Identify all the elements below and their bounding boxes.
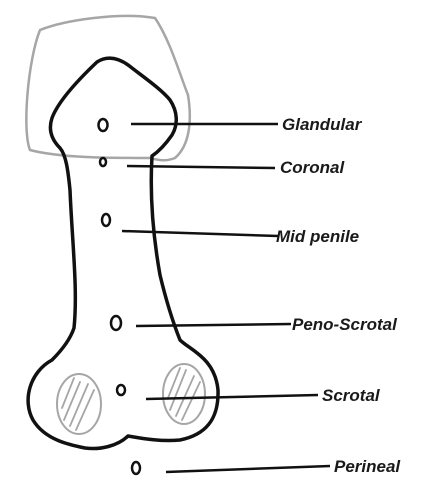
peno-scrotal-marker (111, 316, 121, 330)
coronal-label: Coronal (280, 158, 346, 177)
left-testis (57, 374, 101, 434)
perineal-marker (132, 462, 140, 474)
mid-penile-label: Mid penile (276, 227, 359, 246)
peno-scrotal-label: Peno-Scrotal (292, 315, 398, 334)
glandular-label: Glandular (282, 115, 363, 134)
scrotal-leader (146, 395, 318, 399)
mid-penile-marker (102, 214, 110, 226)
coronal-marker (100, 158, 106, 166)
peno-scrotal-leader (136, 324, 291, 326)
mid-penile-leader (122, 231, 278, 236)
scrotal-marker (117, 385, 125, 395)
perineal-leader (166, 466, 330, 472)
coronal-leader (127, 166, 275, 168)
right-testis (163, 364, 205, 424)
prepuce-outline (26, 16, 189, 160)
scrotal-label: Scrotal (322, 386, 381, 405)
perineal-label: Perineal (334, 457, 401, 476)
